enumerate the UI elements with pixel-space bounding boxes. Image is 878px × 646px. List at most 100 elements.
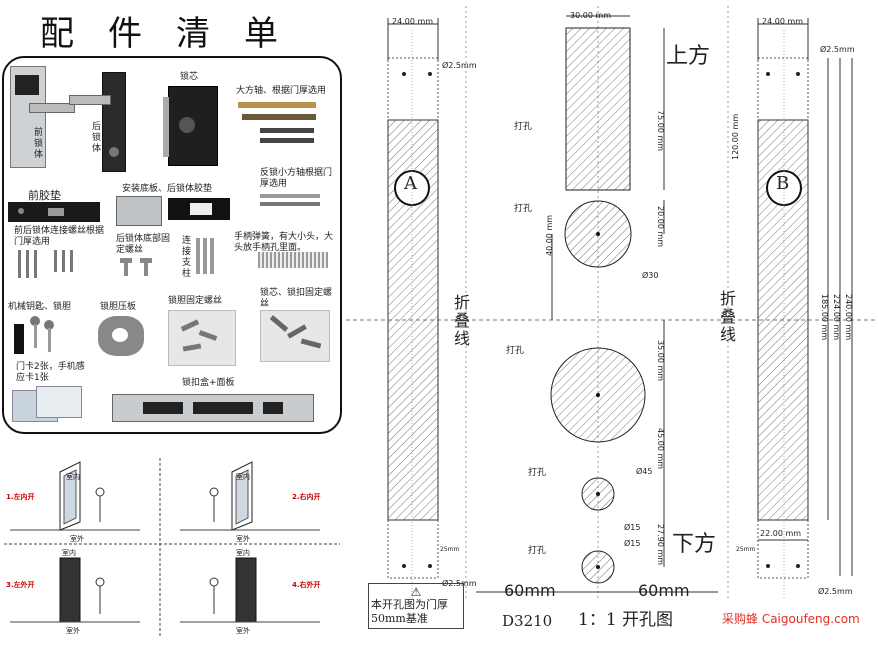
label-anti-lock-shaft: 反锁小方轴根据门厚选用 <box>260 168 333 189</box>
dia-15-a: Ø15 <box>624 523 641 532</box>
dim-75: 75.00 mm <box>656 110 665 152</box>
door-4-outside: 室外 <box>236 627 250 635</box>
dim-hole-small: Ø2.5mm <box>442 61 477 70</box>
door-grid-lines <box>4 458 340 636</box>
label-handle-spring: 手柄弹簧，有大小头，大头放手柄孔里面。 <box>234 232 334 253</box>
door-1-drawing <box>10 461 140 531</box>
dim-20: 20.00 mm <box>656 206 665 248</box>
strike-box-image <box>112 394 314 422</box>
door-4-label: 4.右外开 <box>292 581 321 589</box>
label-front-body: 前锁体 <box>34 128 44 160</box>
label-panel-b: B <box>776 173 790 194</box>
dia-45: Ø45 <box>636 467 653 476</box>
door-2-outside: 室外 <box>236 535 250 543</box>
cylinder-screws-image <box>168 310 236 366</box>
rear-bottom-screws-image <box>120 258 160 278</box>
front-lock-body-image <box>10 66 75 168</box>
drilling-template <box>346 6 878 600</box>
scale-title: 1：1 开孔图 <box>578 610 674 630</box>
label-strike-box: 锁扣盒+面板 <box>182 378 235 388</box>
drill-label-4: 打孔 <box>528 468 547 478</box>
panel-a <box>387 18 439 600</box>
door-3-outside: 室外 <box>66 627 80 635</box>
connect-post-image <box>196 238 216 276</box>
label-cylinder-plate: 锁胆压板 <box>100 302 137 312</box>
dim-22: 22.00 mm <box>760 529 802 538</box>
drill-label-1: 打孔 <box>514 122 533 132</box>
drill-label-2: 打孔 <box>514 204 533 214</box>
door-diagrams: 1.左内开 室内 室外 2.右内开 室内 室外 3.左外开 室内 室外 4.右外… <box>0 452 344 642</box>
dim-224: 224.00 mm <box>832 294 841 341</box>
label-mech-key: 机械钥匙、锁胆 <box>8 302 72 312</box>
dim-185: 185.00 mm <box>820 294 829 341</box>
drill-label-5: 打孔 <box>528 546 547 556</box>
rear-lock-body-image <box>69 72 126 172</box>
label-top: 上方 <box>666 44 711 69</box>
label-lock-core: 锁芯 <box>180 72 199 82</box>
label-connect-screws: 前后锁体连接螺丝根据门厚选用 <box>14 226 105 247</box>
door-3-label: 3.左外开 <box>6 581 35 589</box>
dim-left-width: 24.00 mm <box>392 17 434 26</box>
core-screws-image <box>260 310 330 362</box>
drill-label-3: 打孔 <box>506 346 525 356</box>
dim-right-width: 24.00 mm <box>762 17 804 26</box>
rear-gasket-image <box>168 198 230 220</box>
lock-core-image <box>163 86 218 166</box>
parts-panel: 前锁体 后锁体 锁芯 大方轴、根据门厚选用 反锁小方轴根据门厚选用 前胶垫 安装… <box>2 56 342 434</box>
door-3-inside: 室内 <box>62 549 76 557</box>
door-3-drawing <box>10 557 140 623</box>
fold-line-left-label: 折叠线 <box>454 293 471 348</box>
dim-40: 40.00 mm <box>545 214 554 256</box>
door-2-drawing <box>180 461 320 531</box>
center-template <box>476 15 718 593</box>
label-square-shaft: 大方轴、根据门厚选用 <box>236 86 327 96</box>
warning-icon: ⚠ <box>410 585 422 599</box>
connect-screws-image <box>16 250 84 278</box>
cards-image <box>12 386 82 426</box>
dim-240: 240.00 mm <box>844 294 853 341</box>
label-bottom: 下方 <box>672 532 717 557</box>
dim-25-left: 25mm <box>440 546 460 553</box>
door-diagrams-svg <box>4 458 340 636</box>
dia-30: Ø30 <box>642 271 659 280</box>
template-labels: 24.00 mm 24.00 mm 30.00 mm Ø2.5mm Ø2.5mm… <box>346 0 878 642</box>
model-number: D3210 <box>502 612 553 630</box>
base-plate-image <box>116 196 162 226</box>
mech-key-image <box>14 316 58 358</box>
dim-35: 35.00 mm <box>656 340 665 382</box>
label-front-gasket: 前胶垫 <box>28 189 61 202</box>
thickness-note: ⚠ 本开孔图为门厚50mm基准 <box>368 583 464 629</box>
panel-b <box>757 18 853 600</box>
door-1-outside: 室外 <box>70 535 84 543</box>
label-base-plate: 安装底板、后锁体胶垫 <box>122 184 213 194</box>
square-shaft-image <box>238 102 318 152</box>
door-1-label: 1.左内开 <box>6 493 35 501</box>
dim-hole-right-bottom: Ø2.5mm <box>818 587 853 596</box>
dim-25-right: 25mm <box>736 546 756 553</box>
dim-60-left: 60mm <box>504 581 556 600</box>
dim-center-width: 30.00 mm <box>570 11 612 20</box>
label-connect-post: 连接支柱 <box>182 236 192 279</box>
fold-line-right-label: 折叠线 <box>720 289 737 344</box>
door-4-inside: 室内 <box>236 549 250 557</box>
dim-60-right: 60mm <box>638 581 690 600</box>
label-cylinder-screws: 锁胆固定螺丝 <box>168 296 223 306</box>
label-panel-a: A <box>404 173 417 194</box>
dim-hole-right: Ø2.5mm <box>820 45 855 54</box>
cylinder-plate-image <box>98 316 144 356</box>
handle-spring-image <box>258 252 328 268</box>
label-core-screws: 锁芯、锁扣固定螺丝 <box>260 288 333 309</box>
thickness-note-text: 本开孔图为门厚50mm基准 <box>371 598 448 625</box>
label-rear-bottom-screws: 后锁体底部固定螺丝 <box>116 234 171 255</box>
door-4-drawing <box>180 557 320 623</box>
dim-120: 120.00 mm <box>731 113 740 160</box>
door-1-inside: 室内 <box>66 473 80 481</box>
label-cards: 门卡2张，手机感应卡1张 <box>16 362 85 383</box>
label-rear-body: 后锁体 <box>92 122 102 154</box>
dia-15-b: Ø15 <box>624 539 641 548</box>
anti-lock-shaft-image <box>260 194 326 214</box>
dim-27: 27.90 mm <box>656 524 665 566</box>
page-title: 配件清单 <box>40 14 312 54</box>
brand-watermark: 采购蜂 Caigoufeng.com <box>722 612 860 626</box>
door-2-inside: 室内 <box>236 473 250 481</box>
